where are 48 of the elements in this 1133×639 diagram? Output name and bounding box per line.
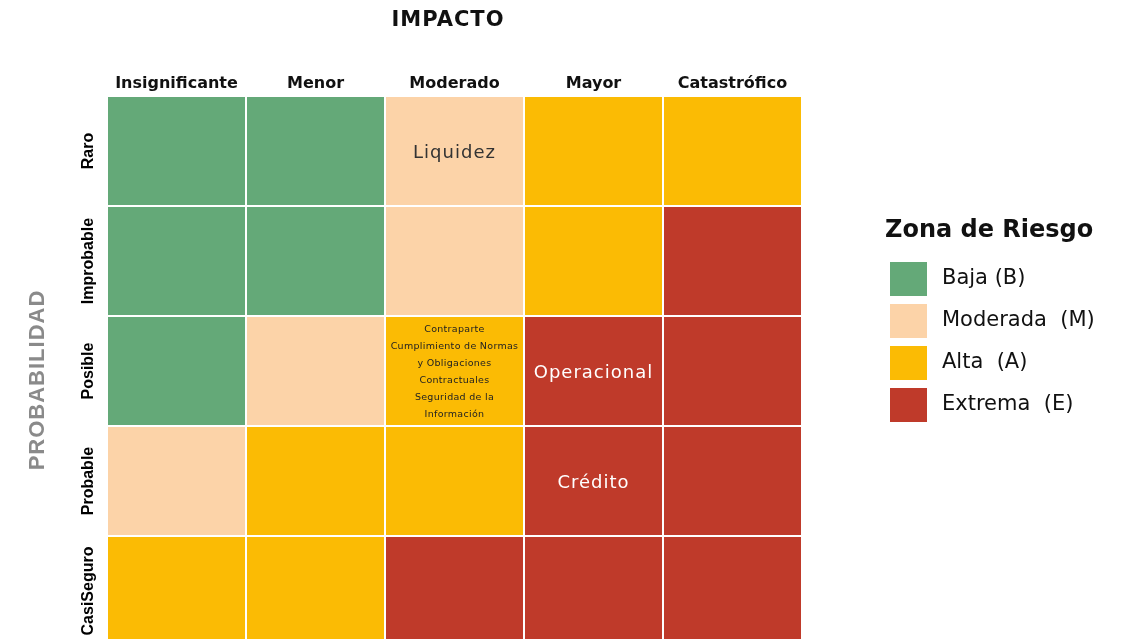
column-header: Moderado (408, 73, 501, 92)
cell-label: Crédito (557, 470, 630, 492)
matrix-cell (525, 537, 662, 639)
matrix-cell (247, 427, 384, 535)
matrix-cell (108, 207, 245, 315)
cell-label: Operacional (533, 360, 654, 382)
matrix-cell (108, 537, 245, 639)
cell-label: Contraparte (424, 322, 485, 336)
matrix-cell (386, 207, 523, 315)
matrix-cell (108, 97, 245, 205)
matrix-cell (525, 207, 662, 315)
matrix-cell (664, 97, 801, 205)
matrix-cell (525, 97, 662, 205)
legend-title: Zona de Riesgo (885, 215, 1094, 243)
column-header: Menor (285, 73, 345, 92)
matrix-cell (247, 207, 384, 315)
row-header: CasiSeguro (78, 545, 97, 638)
matrix-cell (386, 317, 523, 425)
legend-label: Baja (B) (942, 265, 1026, 289)
legend-label: Moderada (M) (942, 307, 1095, 331)
column-header: Mayor (564, 73, 623, 92)
row-header: Raro (78, 131, 97, 172)
matrix-cell (664, 537, 801, 639)
legend-label: Alta (A) (942, 349, 1028, 373)
axis-title: IMPACTO (390, 7, 506, 31)
cell-label: Liquidez (413, 140, 496, 162)
column-header: Catastrófico (676, 73, 789, 92)
matrix-cell (386, 97, 523, 205)
row-header: Probable (78, 445, 97, 518)
row-header: Posible (78, 341, 97, 402)
cell-label: Seguridad de la Información (413, 390, 496, 421)
matrix-cell (108, 427, 245, 535)
matrix-cell (664, 207, 801, 315)
matrix-cell (247, 317, 384, 425)
matrix-cell (108, 317, 245, 425)
matrix-cell (525, 317, 662, 425)
matrix-cell (525, 427, 662, 535)
axis-title: PROBABILIDAD (24, 288, 50, 473)
matrix-cell (386, 537, 523, 639)
matrix-cell (247, 537, 384, 639)
matrix-cell (386, 427, 523, 535)
cell-label: Cumplimiento de Normas y Obligaciones Contractuales (390, 339, 519, 387)
column-header: Insignificante (114, 73, 239, 92)
matrix-cell (664, 427, 801, 535)
matrix-cell (664, 317, 801, 425)
legend-label: Extrema (E) (942, 391, 1074, 415)
row-header: Improbable (78, 216, 97, 307)
matrix-cell (247, 97, 384, 205)
